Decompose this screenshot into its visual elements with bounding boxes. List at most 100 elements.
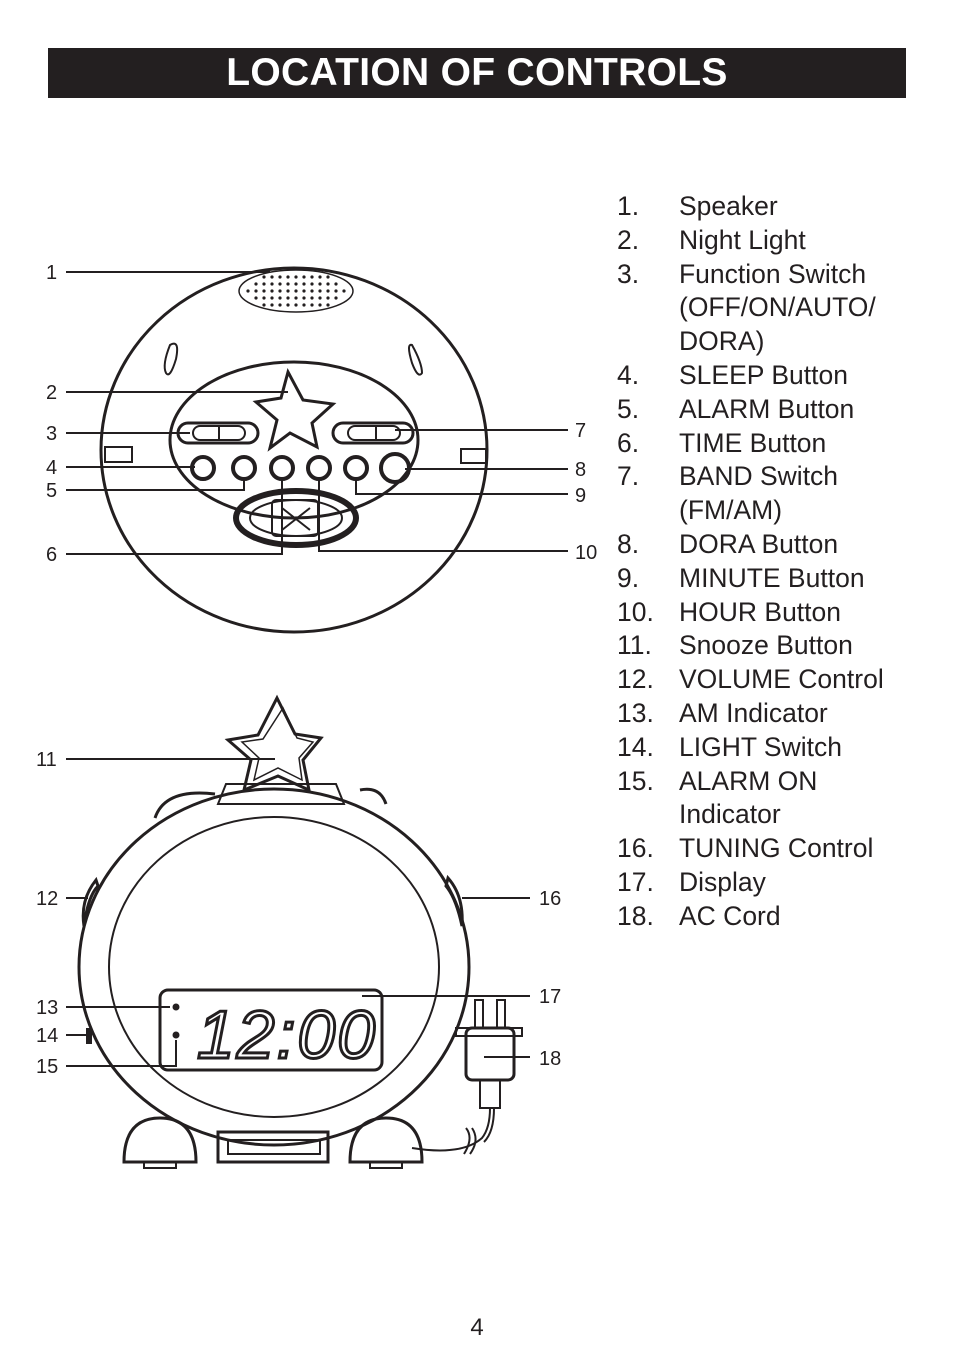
legend-label-line: MINUTE Button bbox=[679, 562, 865, 593]
legend-item: 8. DORA Button bbox=[617, 528, 937, 562]
callout-11: 11 bbox=[36, 749, 57, 771]
grille-dot bbox=[310, 282, 314, 286]
legend-item: 7. BAND Switch(FM/AM) bbox=[617, 460, 937, 528]
band-switch[interactable] bbox=[331, 421, 415, 445]
tuning-control[interactable] bbox=[444, 874, 464, 927]
legend-label-line: BAND Switch bbox=[679, 461, 839, 492]
alarm-button[interactable] bbox=[231, 455, 257, 481]
grille-dot bbox=[302, 289, 306, 293]
grille-dot bbox=[318, 282, 322, 286]
legend-label-line: DORA) bbox=[679, 326, 765, 357]
display-readout: 12:00 bbox=[197, 997, 377, 1073]
grille-dot bbox=[310, 289, 314, 293]
left-foot bbox=[122, 1116, 198, 1169]
grille-dot bbox=[278, 282, 282, 286]
display-window bbox=[158, 988, 384, 1072]
legend-label: Snooze Button bbox=[679, 629, 937, 663]
legend-item: 12. VOLUME Control bbox=[617, 663, 937, 697]
legend-label: HOUR Button bbox=[679, 596, 937, 630]
legend-number: 6. bbox=[617, 427, 640, 458]
callout-lines bbox=[66, 271, 568, 1067]
legend-number: 1. bbox=[617, 191, 640, 221]
legend-label: VOLUME Control bbox=[679, 663, 937, 697]
legend-item: 18.AC Cord bbox=[617, 900, 937, 934]
legend-item: 4.SLEEP Button bbox=[617, 359, 937, 393]
legend-label-line: LIGHT Switch bbox=[679, 731, 842, 762]
callout-17: 17 bbox=[539, 986, 561, 1008]
minute-button[interactable] bbox=[343, 455, 369, 481]
grille-dot bbox=[318, 289, 322, 293]
callout-numbers: 1 2 3 4 5 6 7 8 9 10 11 12 13 14 15 16 1… bbox=[36, 262, 597, 1078]
alarm-on-indicator bbox=[172, 1031, 180, 1039]
legend-label-line: ALARM Button bbox=[679, 393, 855, 424]
grille-dot bbox=[326, 275, 330, 279]
legend-item: 9.MINUTE Button bbox=[617, 562, 937, 596]
grille-dot bbox=[286, 303, 290, 307]
grille-dot bbox=[334, 282, 338, 286]
volume-control[interactable] bbox=[81, 876, 100, 927]
legend-label-line: AC Cord bbox=[679, 900, 781, 931]
grille-dot bbox=[270, 282, 274, 286]
legend-label-line: SLEEP Button bbox=[679, 359, 848, 390]
legend-number: 11. bbox=[617, 630, 652, 661]
callout-5: 5 bbox=[46, 480, 57, 502]
grille-dot bbox=[294, 289, 298, 293]
legend-label: DORA Button bbox=[679, 528, 937, 562]
legend-label: Display bbox=[679, 866, 937, 900]
callout-2: 2 bbox=[46, 382, 57, 404]
callout-13: 13 bbox=[36, 997, 58, 1019]
grille-dot bbox=[318, 275, 322, 279]
light-switch[interactable] bbox=[86, 1028, 92, 1044]
grille-dot bbox=[254, 296, 258, 300]
legend-item: 1. Speaker bbox=[617, 190, 937, 224]
legend-number: 7. bbox=[617, 461, 640, 492]
legend-number: 13. bbox=[617, 697, 654, 728]
legend-label-line: VOLUME Control bbox=[679, 664, 884, 695]
hour-button[interactable] bbox=[306, 455, 332, 481]
sleep-button[interactable] bbox=[190, 455, 216, 481]
grille-dot bbox=[270, 275, 274, 279]
legend-item: 16.TUNING Control bbox=[617, 832, 937, 866]
grille-dot bbox=[278, 275, 282, 279]
grille-dot bbox=[302, 275, 306, 279]
dora-button[interactable] bbox=[379, 452, 411, 484]
grille-dot bbox=[278, 289, 282, 293]
legend-number: 14. bbox=[617, 731, 654, 762]
grille-dot bbox=[270, 296, 274, 300]
grille-dot bbox=[294, 282, 298, 286]
snooze-button[interactable] bbox=[224, 694, 324, 793]
grille-dot bbox=[278, 303, 282, 307]
grille-dot bbox=[286, 289, 290, 293]
legend-label-line: Display bbox=[679, 866, 766, 897]
night-light-star bbox=[252, 367, 337, 452]
legend-item: 13.AM Indicator bbox=[617, 697, 937, 731]
legend-label-line: Night Light bbox=[679, 224, 806, 255]
grille-dot bbox=[262, 296, 266, 300]
legend-label: SLEEP Button bbox=[679, 359, 937, 393]
legend-label-line: Speaker bbox=[679, 191, 778, 221]
legend-label-line: (FM/AM) bbox=[679, 495, 783, 526]
legend-number: 17. bbox=[617, 866, 654, 897]
time-button[interactable] bbox=[269, 455, 295, 481]
grille-dot bbox=[262, 275, 266, 279]
grille-dot bbox=[246, 289, 250, 293]
legend-number: 2. bbox=[617, 224, 640, 255]
legend-label-line: Indicator bbox=[679, 799, 781, 830]
callout-10: 10 bbox=[575, 542, 597, 564]
legend-number: 12. bbox=[617, 664, 654, 695]
legend-label: BAND Switch(FM/AM) bbox=[679, 460, 937, 528]
legend-label: LIGHT Switch bbox=[679, 731, 937, 765]
legend-label-line: ALARM ON bbox=[679, 765, 818, 796]
am-indicator bbox=[172, 1003, 180, 1011]
grille-dot bbox=[294, 275, 298, 279]
legend-number: 8. bbox=[617, 528, 640, 559]
callout-14: 14 bbox=[36, 1025, 58, 1047]
ac-cord bbox=[411, 999, 523, 1155]
legend-label-line: TUNING Control bbox=[679, 833, 874, 864]
grille-dot bbox=[334, 289, 338, 293]
legend-item: 5.ALARM Button bbox=[617, 393, 937, 427]
grille-dot bbox=[286, 296, 290, 300]
